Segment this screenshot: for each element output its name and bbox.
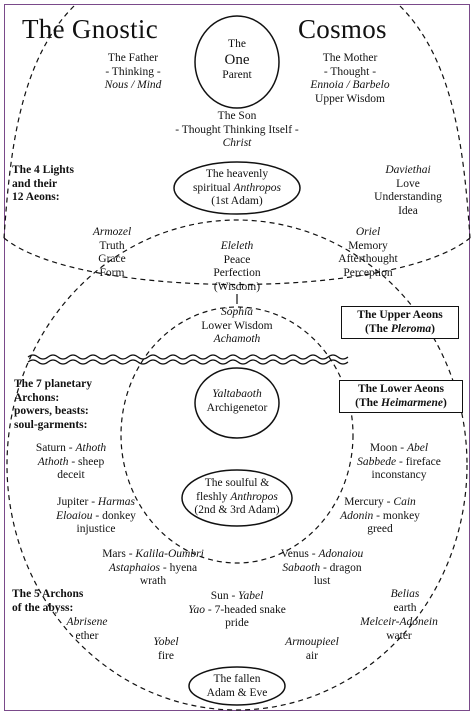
- four-lights-heading: The 4 Lights and their 12 Aeons:: [12, 164, 74, 203]
- lower-aeons-box: The Lower Aeons (The Heimarmene): [339, 380, 463, 413]
- one-circle: [194, 15, 280, 109]
- upper-sphere-arc: [3, 5, 471, 286]
- eleleth-label: Eleleth Peace Perfection (Wisdom): [213, 240, 261, 293]
- melceir-label: Melceir-Adonein water: [360, 616, 438, 642]
- wave-line-1: [27, 354, 349, 360]
- yaltabaoth-circle: [194, 367, 280, 439]
- fallen-adam-eve-label: The fallen Adam & Eve: [206, 673, 268, 699]
- upper-aeons-box: The Upper Aeons (The Pleroma): [341, 306, 459, 339]
- abyss-archons-heading: The 5 Archons of the abyss:: [12, 588, 84, 614]
- daviethai-label: Daviethai Love Understanding Idea: [374, 164, 442, 217]
- fallen-ellipse: [188, 666, 286, 706]
- jupiter-label: Jupiter - Harmas Eloaiou - donkey injust…: [56, 496, 136, 535]
- lower-sphere-circle: [6, 219, 468, 711]
- anthropos-ellipse: [173, 161, 301, 215]
- yobel-label: Yobel fire: [153, 636, 179, 662]
- sophia-label: Sophia Lower Wisdom Achamoth: [201, 306, 273, 345]
- sun-label: Sun - Yabel Yao - 7-headed snake pride: [188, 590, 286, 629]
- wave-line-2: [27, 359, 349, 365]
- armozel-label: Armozel Truth Grace Form: [92, 226, 132, 279]
- soulful-ellipse: [181, 469, 293, 527]
- saturn-label: Saturn - Athoth Athoth - sheep deceit: [35, 442, 107, 481]
- abrisene-label: Abrisene ether: [66, 616, 108, 642]
- inner-sphere-circle: [120, 306, 354, 564]
- heavenly-anthropos-label: The heavenly spiritual Anthropos (1st Ad…: [192, 168, 282, 207]
- one-parent-label: The One Parent: [222, 38, 252, 81]
- mercury-label: Mercury - Cain Adonin - monkey greed: [340, 496, 420, 535]
- soulful-anthropos-label: The soulful & fleshly Anthropos (2nd & 3…: [194, 477, 280, 516]
- oriel-label: Oriel Memory Afterthought Perception: [338, 226, 398, 279]
- planetary-archons-heading: The 7 planetary Archons: powers, beasts:…: [14, 378, 92, 431]
- title-left: The Gnostic: [22, 14, 159, 44]
- mother-label: The Mother - Thought - Ennoia / Barbelo …: [310, 52, 390, 105]
- moon-label: Moon - Abel Sabbede - fireface inconstan…: [357, 442, 441, 481]
- title-right: Cosmos: [298, 14, 387, 44]
- belias-label: Belias earth: [390, 588, 420, 614]
- armoupieel-label: Armoupieel air: [285, 636, 339, 662]
- mars-label: Mars - Kalila-Oumbri Astaphaios - hyena …: [102, 548, 204, 587]
- father-label: The Father - Thinking - Nous / Mind: [104, 52, 162, 91]
- venus-label: Venus - Adonaiou Sabaoth - dragon lust: [280, 548, 364, 587]
- son-label: The Son - Thought Thinking Itself - Chri…: [175, 110, 299, 149]
- yaltabaoth-label: Yaltabaoth Archigenetor: [206, 388, 268, 414]
